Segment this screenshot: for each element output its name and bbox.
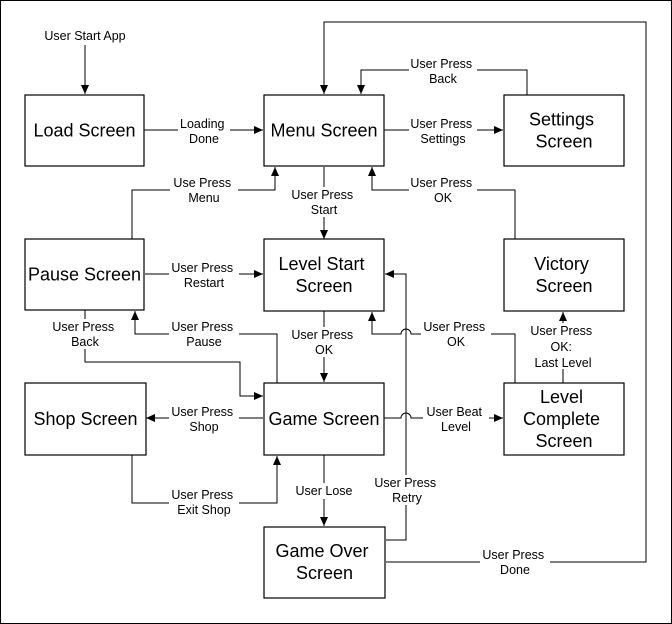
svg-text:Load Screen: Load Screen xyxy=(33,121,135,141)
node-victory-screen: Victory Screen xyxy=(503,238,625,312)
svg-text:User Press Retry: User Press Retry xyxy=(374,476,439,505)
label-pause-back: User Press Back xyxy=(50,319,120,349)
svg-text:Game Over Screen: Game Over Screen xyxy=(275,541,373,583)
node-game-screen: Game Screen xyxy=(263,382,385,456)
svg-text:Level Complete: Level Complete Screen xyxy=(523,387,605,451)
label-user-press-retry: User Press Retry xyxy=(372,475,442,505)
label-last-level: User Press OK: Last Level xyxy=(528,323,598,370)
svg-text:User Press OK: User Press OK xyxy=(423,320,488,349)
node-settings-screen: Settings Screen xyxy=(503,94,625,167)
svg-text:User Press Back: User Press Back xyxy=(52,320,117,349)
edge-gameover-retry xyxy=(385,270,407,541)
label-user-press-done: User Press Done xyxy=(480,547,550,577)
label-user-press-start: User Press Start xyxy=(290,187,358,217)
svg-text:User Start App: User Start App xyxy=(44,29,125,43)
edge-gameover-to-menu xyxy=(320,21,647,563)
svg-text:Level Start Screen: Level Start Screen xyxy=(278,254,369,296)
svg-text:Use Press Menu: Use Press Menu xyxy=(173,176,234,205)
svg-text:Loading Done: Loading Done xyxy=(180,117,228,146)
label-user-press-restart: User Press Restart xyxy=(169,260,239,290)
svg-text:User Beat Level: User Beat Level xyxy=(426,405,485,434)
label-use-press-menu: Use Press Menu xyxy=(170,175,238,205)
label-user-lose: User Lose xyxy=(290,483,358,499)
svg-text:User Press Start: User Press Start xyxy=(291,188,356,217)
label-user-press-shop: User Press Shop xyxy=(169,404,239,434)
node-pause-screen: Pause Screen xyxy=(24,238,145,311)
svg-text:User Press Restart: User Press Restart xyxy=(171,261,236,290)
node-load-screen: Load Screen xyxy=(24,94,145,167)
svg-text:User Press Shop: User Press Shop xyxy=(171,405,236,434)
svg-text:Game Screen: Game Screen xyxy=(268,409,379,429)
label-settings-back: User Press Back xyxy=(409,56,477,86)
label-complete-ok: User Press OK xyxy=(421,319,491,349)
label-exit-shop: User Press Exit Shop xyxy=(169,487,239,517)
svg-text:User Press Exit Shop: User Press Exit Shop xyxy=(171,488,236,517)
svg-text:User Press OK: User Press OK xyxy=(410,176,475,205)
label-loading-done: Loading Done xyxy=(178,116,230,146)
svg-text:User Press Settings: User Press Settings xyxy=(410,117,475,146)
svg-text:User Press OK:: User Press OK: Last Level xyxy=(530,324,595,370)
label-user-start-app: User Start App xyxy=(38,28,132,44)
node-shop-screen: Shop Screen xyxy=(24,382,147,456)
svg-text:Settings Screen: Settings Screen xyxy=(529,110,599,152)
label-user-beat-level: User Beat Level xyxy=(423,404,489,434)
label-user-press-settings: User Press Settings xyxy=(409,116,477,146)
svg-text:Menu Screen: Menu Screen xyxy=(270,121,377,141)
svg-text:User Press OK: User Press OK xyxy=(291,328,356,357)
svg-text:Shop Screen: Shop Screen xyxy=(33,409,137,429)
label-levelstart-ok: User Press OK xyxy=(290,327,358,357)
svg-text:User Press Done: User Press Done xyxy=(482,548,547,577)
svg-text:Victory Screen: Victory Screen xyxy=(534,254,594,296)
svg-text:User Press Back: User Press Back xyxy=(410,57,475,86)
node-level-complete-screen: Level Complete Screen xyxy=(503,382,625,456)
svg-text:User Press Pause: User Press Pause xyxy=(171,320,236,349)
label-victory-ok: User Press OK xyxy=(409,175,477,205)
svg-text:User Lose: User Lose xyxy=(296,484,353,498)
node-game-over-screen: Game Over Screen xyxy=(263,526,386,599)
svg-text:Pause Screen: Pause Screen xyxy=(28,265,141,285)
node-level-start-screen: Level Start Screen xyxy=(263,238,385,312)
label-user-press-pause: User Press Pause xyxy=(169,319,239,349)
node-menu-screen: Menu Screen xyxy=(263,94,385,167)
